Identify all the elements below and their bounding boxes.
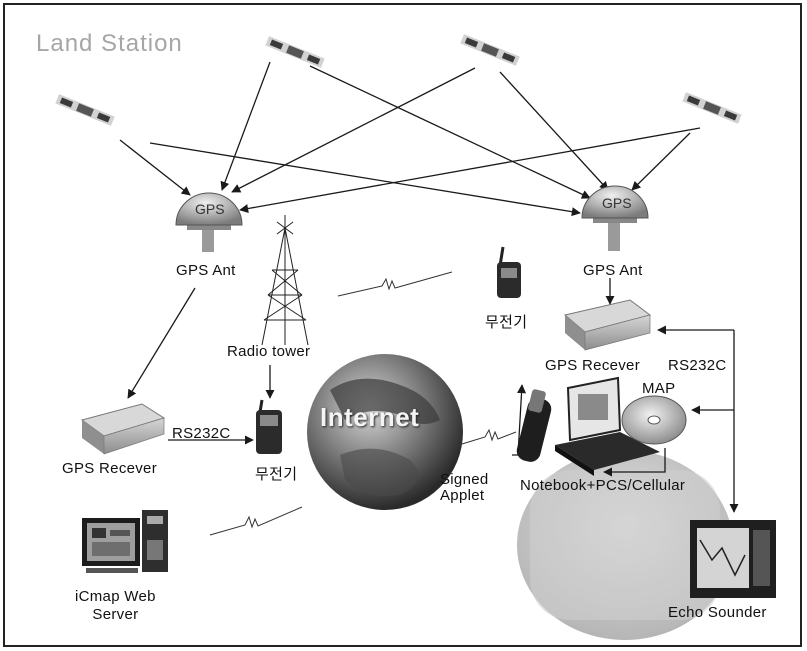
rs232c-right-label: RS232C <box>668 357 727 374</box>
map-label: MAP <box>642 380 676 397</box>
walkie-talkie-icon <box>497 246 521 298</box>
echo-sounder-icon <box>690 520 776 598</box>
walkie-talkie-icon <box>256 399 282 454</box>
gps-dome-label: GPS <box>602 195 632 211</box>
web-server-line1: iCmap Web <box>75 588 156 605</box>
gps-dome-label: GPS <box>195 201 225 217</box>
echo-sounder-label: Echo Sounder <box>668 604 767 621</box>
walkie-talkie-left-label: 무전기 <box>255 466 298 483</box>
connection-arrows <box>127 278 739 513</box>
gps-ant-right-label: GPS Ant <box>583 262 643 279</box>
gps-antenna-right: GPS <box>581 185 649 251</box>
signed-applet-label: Signed Applet <box>440 472 489 504</box>
internet-globe-icon <box>307 354 463 510</box>
gps-receiver-left-device <box>80 403 166 455</box>
signed-applet-line1: Signed <box>440 471 489 488</box>
web-server-icon <box>82 510 168 573</box>
map-cd-icon <box>621 395 687 445</box>
satellite-icon <box>265 36 325 68</box>
ship-background <box>517 450 733 640</box>
notebook-icon <box>555 376 660 476</box>
signed-applet-line2: Applet <box>440 487 485 504</box>
rs232c-left-label: RS232C <box>172 425 231 442</box>
notebook-label: Notebook+PCS/Cellular <box>520 477 686 494</box>
diagram-title: Land Station <box>36 30 183 57</box>
walkie-talkie-top-label: 무전기 <box>485 314 528 331</box>
gps-receiver-left-label: GPS Recever <box>62 460 157 477</box>
radio-tower-label: Radio tower <box>227 343 311 360</box>
satellite-icon <box>682 92 742 124</box>
gps-receiver-right-label: GPS Recever <box>545 357 640 374</box>
gps-receiver-right-device <box>563 299 652 351</box>
gps-antenna-left: GPS <box>175 192 243 252</box>
radio-tower-icon <box>261 215 309 346</box>
satellite-icon <box>460 34 520 66</box>
satellite-icon <box>55 94 115 126</box>
web-server-line2: Server <box>92 606 139 623</box>
web-server-label: iCmap Web Server <box>75 588 156 624</box>
gps-ant-left-label: GPS Ant <box>176 262 236 279</box>
satellite-signal-arrows <box>119 61 701 217</box>
internet-label: Internet <box>320 402 420 432</box>
wireless-link-icon <box>209 271 517 536</box>
cellular-phone-icon <box>516 389 552 462</box>
